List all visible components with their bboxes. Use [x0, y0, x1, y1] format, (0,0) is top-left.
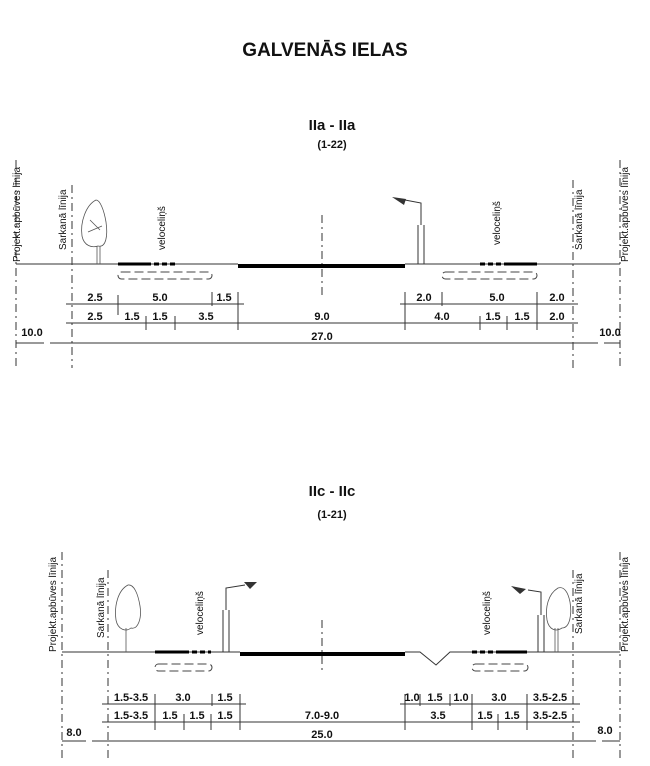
street-lamp-icon [511, 586, 545, 652]
street-lamp-icon [222, 582, 257, 652]
dimension-label: 8.0 [66, 727, 81, 739]
dimension-label: 3.0 [491, 692, 506, 704]
red-line-label: Sarkanā līnija [96, 577, 107, 638]
street-lamp-icon [392, 197, 425, 264]
building-line-label: Projekt.apbūves līnija [48, 557, 59, 652]
bike-path-label: veloceliņš [492, 201, 503, 245]
building-line-label: Projekt.apbūves līnija [620, 167, 631, 262]
dimension-label: 2.0 [549, 292, 564, 304]
dimension-label: 10.0 [599, 327, 620, 339]
section-code: (1-21) [317, 509, 347, 521]
bike-path-label: veloceliņš [195, 591, 206, 635]
bike-lane-plan-left [117, 271, 213, 280]
dimension-label: 1.5 [216, 292, 231, 304]
tree-icon [81, 199, 108, 264]
section-code: (1-22) [317, 139, 347, 151]
dimension-row-2 [102, 714, 580, 730]
section-title: IIa - IIa [309, 117, 356, 134]
red-line-label: Sarkanā līnija [574, 189, 585, 250]
dimension-label: 1.5 [189, 710, 204, 722]
building-line-label: Projekt.apbūves līnija [12, 167, 23, 262]
bike-path-label: veloceliņš [157, 206, 168, 250]
bike-lane-plan-left [154, 663, 213, 672]
dimension-label: 27.0 [311, 331, 332, 343]
dimension-row-1 [102, 694, 580, 730]
building-line-label: Projekt.apbūves līnija [620, 557, 631, 652]
dimension-label: 2.0 [549, 311, 564, 323]
dimension-label: 25.0 [311, 729, 332, 741]
section-iic: IIc - IIc (1-21) Projekt.apbūves līnija … [48, 483, 631, 762]
dimension-label: 2.5 [87, 311, 102, 323]
dimension-label: 1.5 [162, 710, 177, 722]
bike-lane-plan-right [471, 663, 529, 672]
dimension-label: 1.5-3.5 [114, 692, 148, 704]
dimension-label: 1.5 [217, 710, 232, 722]
dimension-label: 5.0 [152, 292, 167, 304]
dimension-label: 3.5 [198, 311, 213, 323]
drainage-ditch [405, 651, 620, 666]
dimension-label: 1.5 [485, 311, 500, 323]
dimension-label: 1.5 [477, 710, 492, 722]
dimension-label: 1.5 [124, 311, 139, 323]
drawing-title: GALVENĀS IELAS [242, 40, 407, 61]
dimension-label: 10.0 [21, 327, 42, 339]
dimension-label: 1.5 [514, 311, 529, 323]
red-line-label: Sarkanā līnija [574, 573, 585, 634]
dimension-label: 3.5-2.5 [533, 710, 567, 722]
tree-icon [115, 584, 141, 652]
dimension-label: 1.5 [427, 692, 442, 704]
dimension-label: 1.5 [152, 311, 167, 323]
bike-path-label: veloceliņš [482, 591, 493, 635]
dimension-label: 4.0 [434, 311, 449, 323]
red-line-label: Sarkanā līnija [58, 189, 69, 250]
dimension-label: 1.0 [404, 692, 419, 704]
dimension-label: 1.5 [217, 692, 232, 704]
dimension-label: 3.5-2.5 [533, 692, 567, 704]
dimension-label: 1.5 [504, 710, 519, 722]
dimension-row-1 [66, 292, 578, 330]
dimension-label: 3.5 [430, 710, 445, 722]
dimension-label: 5.0 [489, 292, 504, 304]
dimension-label: 1.5-3.5 [114, 710, 148, 722]
dimension-label: 2.0 [416, 292, 431, 304]
dimension-label: 2.5 [87, 292, 102, 304]
dimension-label: 1.0 [453, 692, 468, 704]
dimension-row-2 [66, 316, 578, 330]
tree-icon [546, 587, 572, 652]
dimension-label: 7.0-9.0 [305, 710, 339, 722]
dimension-label: 3.0 [175, 692, 190, 704]
bike-lane-plan-right [441, 271, 538, 280]
dimension-label: 8.0 [597, 725, 612, 737]
dimension-label: 9.0 [314, 311, 329, 323]
section-title: IIc - IIc [309, 483, 356, 500]
section-iia: IIa - IIa (1-22) Projekt.apbūves līnija … [12, 117, 631, 368]
